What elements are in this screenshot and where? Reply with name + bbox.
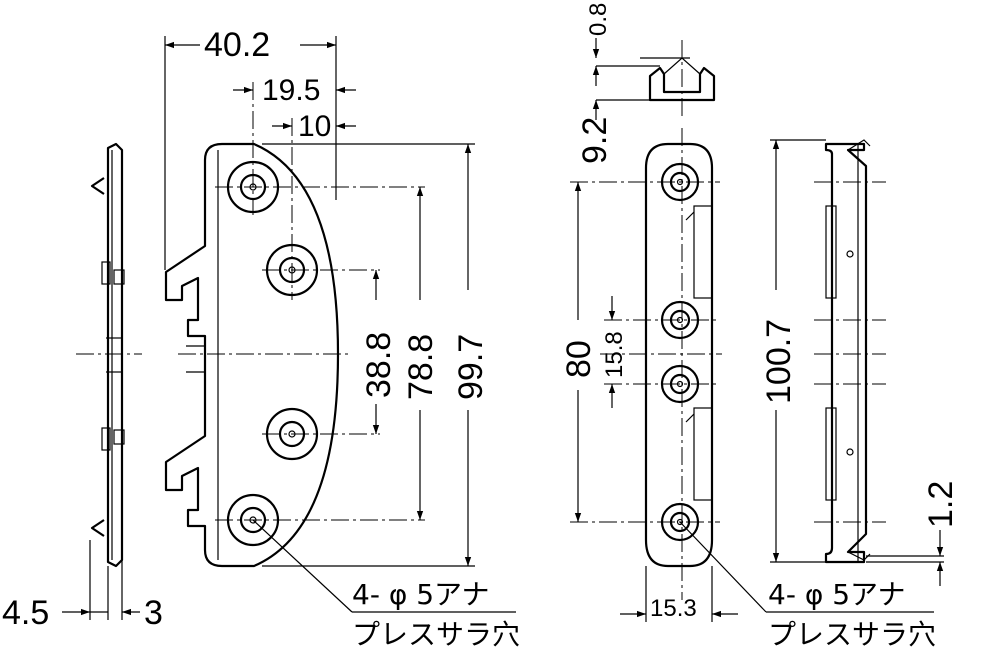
tab-detail-view <box>592 38 716 120</box>
plate-view <box>164 36 516 613</box>
dim-tab-height: 9.2 <box>576 117 614 164</box>
dim-side-thickness-left: 4.5 <box>2 594 49 632</box>
front-view <box>570 128 934 622</box>
profile-view <box>770 139 944 586</box>
note-right-holes-line2: プレスサラ穴 <box>768 618 936 651</box>
note-left-holes-line1: 4- φ 5アナ <box>352 578 489 611</box>
dim-overall-height: 99.7 <box>452 334 490 400</box>
dim-inner-pitch: 38.8 <box>360 332 398 398</box>
dim-front-inner-pitch: 15.8 <box>601 331 628 378</box>
dim-side-thickness-right: 3 <box>144 594 163 632</box>
dim-tab-thickness: 0.8 <box>585 3 612 36</box>
dim-width-total: 40.2 <box>204 26 270 64</box>
dim-front-width: 15.3 <box>650 595 697 622</box>
note-left-holes-line2: プレスサラ穴 <box>352 618 520 651</box>
dim-hole-offset: 19.5 <box>262 74 320 107</box>
dim-front-pitch: 80 <box>560 340 598 378</box>
side-view-left <box>62 142 142 620</box>
dim-profile-offset: 1.2 <box>922 481 960 528</box>
dim-outer-pitch: 78.8 <box>402 334 440 400</box>
dim-edge-offset: 10 <box>298 110 331 143</box>
note-right-holes-line1: 4- φ 5アナ <box>768 578 905 611</box>
dim-profile-height: 100.7 <box>760 319 798 404</box>
